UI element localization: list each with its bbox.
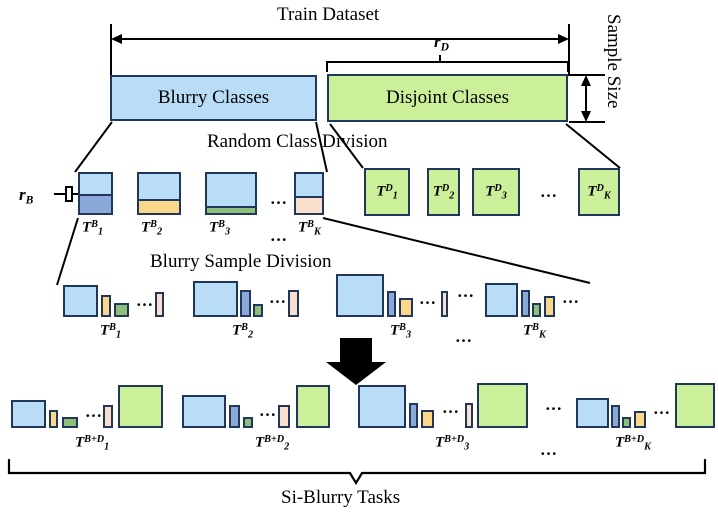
sample-item-3-3 [441,291,448,317]
siblurry-item-2-2 [243,417,253,428]
siblurry-ellipsis-3-1: … [545,395,563,414]
siblurry-item-3-4 [477,383,528,428]
siblurry-item-3-0 [358,385,406,428]
siblurry-item-2-3 [278,405,290,428]
siblurry-item-1-3 [103,405,113,428]
siblurry-item-1-2 [62,417,78,428]
siblurry-item-K-1 [611,405,620,428]
siblurry-ellipsis-2-0: … [259,401,277,420]
blurry-expansion-lines [74,121,328,173]
disjoint-classes-label: Disjoint Classes [386,87,509,108]
sample-item-2-2 [253,304,263,317]
siblurry-item-2-1 [229,405,240,428]
blurry-task-label-3: TB3 [209,219,231,238]
siblurry-item-3-3 [465,403,473,428]
rD-brace [326,55,569,72]
sample-ellipsis-2-0: … [269,288,287,307]
blurry-task-label-2: TB2 [141,219,163,238]
blurry-task-partition-3 [205,206,257,215]
train-dataset-dimension-arrow [110,24,570,76]
disjoint-expansion-lines [329,123,621,169]
rB-brace [54,186,78,202]
sample-item-2-1 [240,290,251,317]
blurry-tasks-label-ellipsis: … [270,226,288,245]
sample-expansion-lines [56,217,591,286]
sample-group-label-2: TB2 [232,322,254,341]
siblurry-ellipsis-K-0: … [653,399,671,418]
merge-down-arrow [326,338,386,385]
blurry-task-label-K: TBK [298,219,321,238]
disjoint-task-box-3: TD3 [472,168,520,216]
siblurry-item-K-0 [576,398,609,428]
disjoint-task-box-2: TD2 [427,168,460,216]
sample-ellipsis-3-0: … [419,289,437,308]
blurry-tasks-inner-ellipsis: … [270,189,288,208]
sample-item-2-0 [193,281,238,317]
siblurry-item-1-4 [118,385,163,428]
disjoint-task-label-2: TD2 [432,182,455,202]
sample-item-3-1 [387,291,396,317]
disjoint-task-label-1: TD1 [376,182,398,202]
sample-group-label-1: TB1 [100,322,122,341]
disjoint-classes-box: Disjoint Classes [327,74,568,122]
blurry-task-partition-1 [78,194,113,215]
siblurry-item-2-0 [182,395,226,428]
sample-item-K-0 [485,283,518,317]
sample-item-2-3 [288,290,299,317]
train-dataset-title: Train Dataset [277,4,380,25]
siblurry-ellipsis-1-0: … [85,402,103,421]
siblurry-item-3-2 [421,410,434,428]
sample-ellipsis-K-0: … [562,288,580,307]
siblurry-item-K-4 [675,383,715,428]
sample-item-1-0 [63,285,98,317]
blurry-classes-box: Blurry Classes [110,75,317,121]
sample-size-label: Sample Size [603,14,624,109]
si-blurry-tasks-caption: Si-Blurry Tasks [281,487,401,508]
sample-item-K-2 [532,303,541,317]
siblurry-item-1-1 [49,410,58,428]
sample-item-1-3 [155,292,164,317]
sample-group-label-3: TB3 [390,322,412,341]
sample-item-1-2 [114,303,129,317]
siblurry-item-3-1 [409,403,418,428]
sample-item-3-2 [399,298,413,317]
sample-item-3-0 [336,274,384,317]
siblurry-item-1-0 [11,400,46,428]
disjoint-task-box-1: TD1 [364,168,410,216]
sample-size-dimension-arrow [569,74,605,123]
rB-label: rB [19,185,34,207]
siblurry-group-label-2: TB+D2 [255,434,290,453]
siblurry-ellipsis-3-0: … [442,398,460,417]
sample-item-1-1 [101,295,111,317]
blurry-classes-label: Blurry Classes [157,87,270,108]
siblurry-group-label-1: TB+D1 [75,434,110,453]
siblurry-group-label-K: TB+DK [615,434,651,453]
sample-ellipsis-3-1: … [457,282,475,301]
siblurry-item-2-4 [296,385,330,428]
sample-groups-ellipsis: … [455,327,473,346]
disjoint-task-box-K: TDK [578,168,620,216]
siblurry-groups-ellipsis: … [540,440,558,459]
siblurry-item-K-2 [622,417,631,428]
blurry-task-label-1: TB1 [82,219,104,238]
sample-item-K-1 [521,290,530,317]
sample-item-K-3 [544,296,555,317]
random-class-division-caption: Random Class Division [207,131,388,152]
blurry-task-partition-K [294,196,324,215]
sample-group-label-K: TBK [523,322,546,341]
blurry-task-partition-2 [137,199,181,215]
rD-label: rD [434,32,449,54]
sample-ellipsis-1-0: … [136,291,154,310]
siblurry-item-K-3 [634,411,646,428]
disjoint-task-label-K: TDK [587,182,611,202]
siblurry-group-label-3: TB+D3 [435,434,470,453]
blurry-sample-division-caption: Blurry Sample Division [150,251,332,272]
disjoint-task-label-3: TD3 [485,182,507,202]
disjoint-tasks-ellipsis: … [540,182,558,201]
si-blurry-brace [7,458,707,486]
